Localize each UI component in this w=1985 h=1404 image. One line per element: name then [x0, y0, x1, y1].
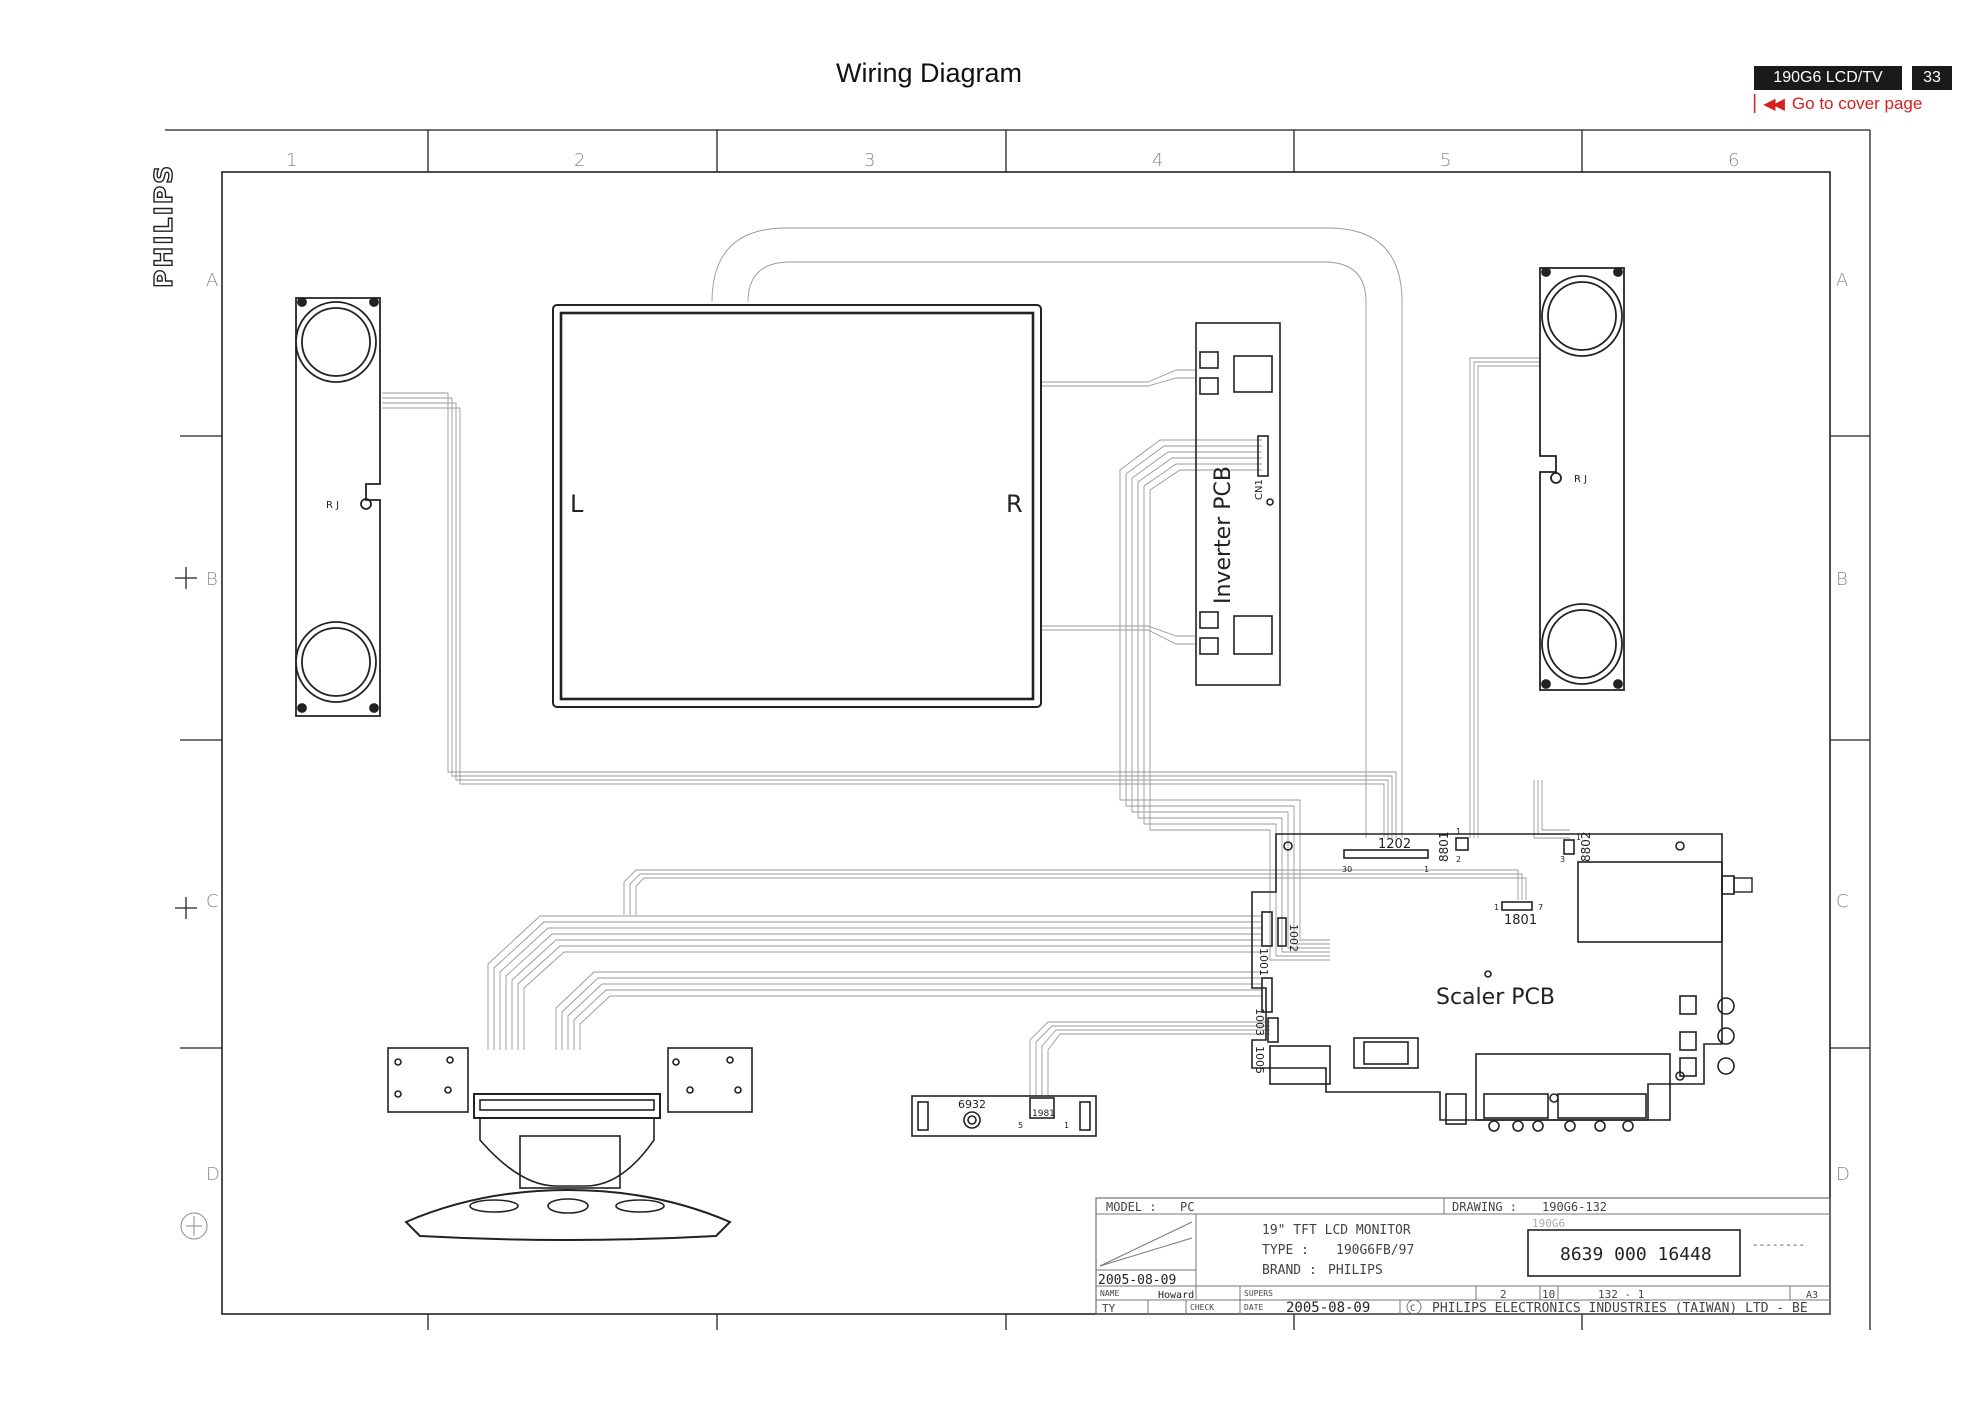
- led-board: 6932 1981 5 1: [911, 1095, 1097, 1137]
- connector-1002: 1002: [1287, 924, 1300, 952]
- grid-col-4: 4: [1152, 150, 1163, 171]
- grid-col-2: 2: [574, 150, 585, 171]
- tb-model-value: PC: [1180, 1200, 1194, 1214]
- inverter-pcb: Inverter PCB CN1: [1195, 322, 1281, 686]
- connector-1202: 1202: [1378, 837, 1411, 852]
- connector-8802: 8802: [1579, 831, 1593, 862]
- tb-name-label: NAME: [1100, 1289, 1119, 1298]
- tb-sheet-no: 2: [1500, 1288, 1507, 1301]
- tb-date-value: 2005-08-09: [1286, 1300, 1370, 1316]
- panel-left-label: L: [570, 490, 584, 518]
- grid-row-c-left: C: [206, 891, 219, 912]
- tb-company: PHILIPS ELECTRONICS INDUSTRIES (TAIWAN) …: [1432, 1301, 1808, 1316]
- tb-model-label: MODEL :: [1106, 1200, 1157, 1214]
- connector-1801-pin7: 7: [1538, 903, 1543, 912]
- grid-row-d-right: D: [1836, 1164, 1850, 1185]
- connector-1981-pin5: 5: [1018, 1121, 1023, 1130]
- title-block: [1095, 1197, 1831, 1315]
- tb-check-label: CHECK: [1190, 1303, 1214, 1312]
- skip-back-icon: ▏◀◀: [1754, 96, 1785, 113]
- inverter-cn1-label: CN1: [1254, 479, 1265, 500]
- tb-description: 19" TFT LCD MONITOR: [1262, 1223, 1411, 1238]
- connector-1003: 1003: [1253, 1008, 1266, 1036]
- page-number-badge: 33: [1912, 66, 1952, 90]
- connector-1981-pin1: 1: [1064, 1121, 1069, 1130]
- grid-row-d-left: D: [206, 1164, 220, 1185]
- copyright-icon: [1406, 1299, 1422, 1315]
- tb-drawing-label: DRAWING :: [1452, 1200, 1517, 1214]
- connector-8801-pin2: 2: [1456, 855, 1461, 864]
- tb-dashes: --------: [1752, 1238, 1805, 1251]
- grid-col-1: 1: [286, 150, 297, 171]
- tb-type-label: TYPE :: [1262, 1243, 1309, 1258]
- connector-1001: 1001: [1257, 948, 1270, 976]
- grid-row-a-right: A: [1836, 270, 1848, 291]
- lcd-panel: L R: [552, 304, 1042, 708]
- grid-row-b-left: B: [206, 569, 218, 590]
- tb-brand-label: BRAND :: [1262, 1263, 1317, 1278]
- tb-sub-model: 190G6: [1532, 1217, 1565, 1230]
- grid-col-5: 5: [1440, 150, 1451, 171]
- tb-drawing-sheet: 132 - 1: [1598, 1288, 1644, 1301]
- grid-row-b-right: B: [1836, 569, 1848, 590]
- connector-8801-pin1: 1: [1456, 827, 1461, 836]
- speaker-left-marks: R J: [326, 500, 339, 511]
- grid-col-3: 3: [864, 150, 875, 171]
- philips-vertical-logo: PHILIPS: [149, 164, 178, 288]
- tb-name-value: Howard: [1158, 1290, 1194, 1301]
- connector-1801: 1801: [1504, 913, 1537, 928]
- grid-row-c-right: C: [1836, 891, 1849, 912]
- go-to-cover-label: Go to cover page: [1791, 94, 1923, 113]
- tb-copyright-symbol: C: [1410, 1304, 1415, 1314]
- tb-part-number: 8639 000 16448: [1560, 1244, 1712, 1265]
- speaker-left: R J: [295, 297, 381, 717]
- model-badge: 190G6 LCD/TV: [1754, 66, 1902, 90]
- scaler-pcb: Scaler PCB: [1251, 833, 1753, 1132]
- speaker-right: R J: [1539, 267, 1625, 691]
- tb-date-top: 2005-08-09: [1098, 1273, 1176, 1288]
- tb-ty-label: TY: [1102, 1302, 1116, 1315]
- grid-row-a-left: A: [206, 270, 218, 291]
- page-title: Wiring Diagram: [836, 58, 1023, 88]
- go-to-cover-link[interactable]: ▏◀◀ Go to cover page: [1754, 94, 1922, 114]
- tb-type-value: 190G6FB/97: [1336, 1243, 1414, 1258]
- connector-1801-pin1: 1: [1494, 903, 1499, 912]
- philips-shield-icon: [180, 1212, 208, 1240]
- cable-bundles: [382, 227, 1570, 1096]
- connector-1005: 1005: [1253, 1046, 1266, 1074]
- tb-date-label: DATE: [1244, 1303, 1263, 1312]
- tb-size: A3: [1806, 1290, 1818, 1301]
- tb-supers-label: SUPERS: [1244, 1289, 1273, 1298]
- connector-1202-pin1: 1: [1424, 865, 1429, 874]
- control-keyboard-assembly: [387, 1047, 753, 1241]
- scaler-pcb-label: Scaler PCB: [1436, 985, 1555, 1010]
- panel-right-label: R: [1006, 490, 1023, 518]
- grid-col-6: 6: [1728, 150, 1739, 171]
- connector-8802-pin3: 3: [1560, 855, 1565, 864]
- connector-6932: 6932: [958, 1098, 986, 1111]
- tb-drawing-value: 190G6-132: [1542, 1200, 1607, 1214]
- connector-8801: 8801: [1437, 831, 1451, 862]
- connector-8802-pin1: 1: [1576, 833, 1581, 842]
- title-block-text: MODEL : PC DRAWING : 190G6-132 190G6 19"…: [1098, 1200, 1818, 1316]
- tb-brand-value: PHILIPS: [1328, 1263, 1383, 1278]
- speaker-right-marks: R J: [1574, 474, 1587, 485]
- drawing-frame: [165, 129, 1871, 1330]
- connector-1981: 1981: [1032, 1109, 1055, 1119]
- connector-1202-pin30: 30: [1342, 865, 1352, 874]
- tb-sheet-total: 10: [1542, 1288, 1555, 1301]
- inverter-pcb-label: Inverter PCB: [1211, 466, 1236, 604]
